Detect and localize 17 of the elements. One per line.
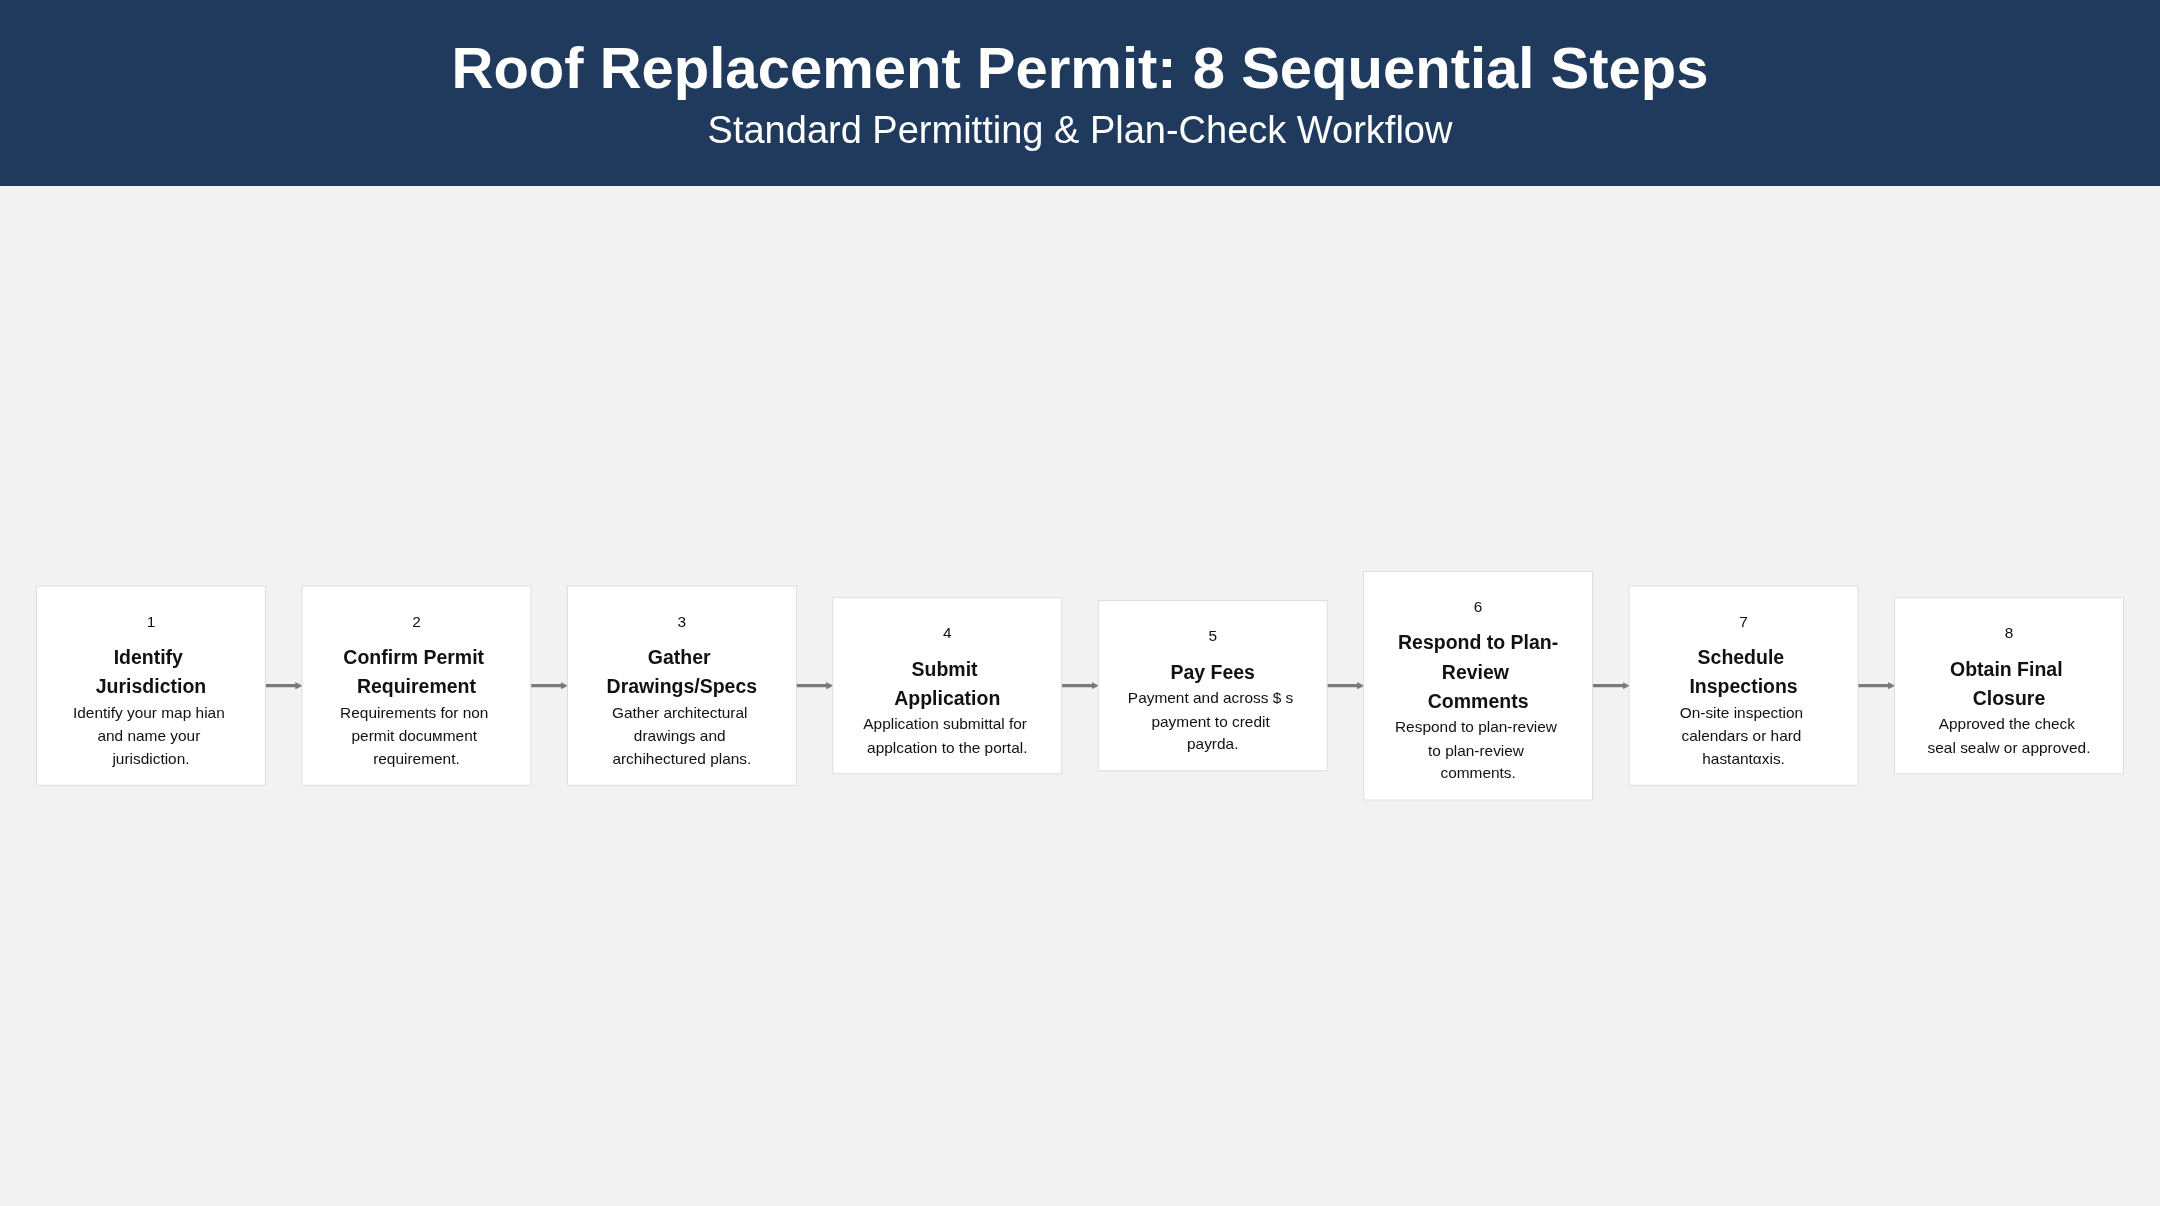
node-box: 5 Pay Fees Payment and across $ s payment to credit payrdа.: [1097, 600, 1328, 772]
node-box: 8 Obtain Final Closure Approved the check seal sealw or approved.: [1894, 597, 2124, 775]
node-box: 1 Identify Jurisdiction Identify your map hian and name your jurisdiction.: [36, 585, 266, 787]
arrow: [1061, 682, 1099, 690]
arrow: [265, 682, 303, 690]
title: Roof Replacement Permit: 8 Sequential Steps: [451, 34, 1709, 101]
node-box: 2 Confirm Permit Requirement Requirements for non permit docuмment requirement.: [301, 585, 532, 787]
node-box: 3 Gather Drawings/Specs Gather architectural drawings and archihectured plans.: [567, 585, 797, 787]
arrow: [1858, 682, 1895, 690]
node-box: 6 Respond to Plan-Review Comments Respond to plan-review to plan-review comments.: [1363, 571, 1593, 801]
arrow: [796, 682, 834, 690]
arrow: [1592, 682, 1630, 690]
arrow: [530, 682, 568, 690]
node-box: 4 Submit Application Application submittal for applcation to the portal.: [832, 597, 1063, 775]
arrow: [1327, 682, 1364, 690]
node-box: 7 Schedule Inspections On-site inspection calendars or hard hastantαxis.: [1628, 585, 1859, 787]
subtitle: Standard Permitting & Plan-Check Workflow: [707, 109, 1453, 152]
